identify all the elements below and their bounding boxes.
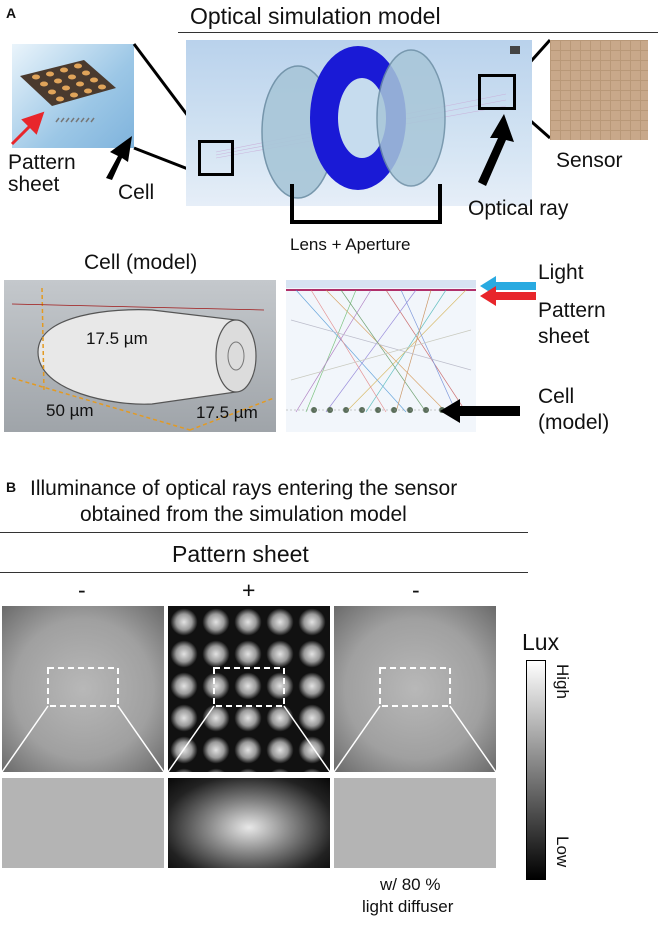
cell-black-arrow	[106, 136, 132, 180]
panel-b-title-line1: Illuminance of optical rays entering the…	[30, 477, 458, 500]
legend-light: Light	[538, 261, 584, 284]
title-divider	[178, 32, 658, 33]
condition-1: -	[78, 577, 86, 603]
lens-aperture-bracket	[290, 184, 442, 224]
panel-a-title: Optical simulation model	[190, 3, 441, 29]
optical-scene-render	[215, 46, 520, 199]
cell-model-title: Cell (model)	[84, 251, 198, 274]
legend-cell-model: Cell (model)	[538, 385, 610, 435]
cell-model-arrow	[440, 399, 520, 423]
ray-trace-lines	[286, 280, 476, 413]
dim-length-label: 50 µm	[46, 401, 94, 420]
optical-ray-arrow	[478, 114, 514, 186]
cell-model-render	[4, 280, 276, 432]
callout-lens-aperture: Lens + Aperture	[290, 235, 411, 254]
ray-trace-render	[286, 280, 476, 432]
colorbar-title: Lux	[522, 629, 560, 655]
roi-image-minus-1	[2, 778, 164, 868]
colorbar-low-wrap: Low	[552, 836, 572, 880]
panel-b-title-line2: obtained from the simulation model	[80, 503, 407, 526]
roi-overlays	[1, 667, 497, 773]
footnote-line2: light diffuser	[362, 897, 454, 916]
condition-2: +	[242, 577, 256, 603]
callout-pattern-sheet: Pattern sheet	[8, 151, 76, 197]
panel-a-label: A	[6, 5, 17, 21]
pattern-sheet-arrow	[480, 286, 536, 306]
panel-b-divider-2	[0, 572, 528, 573]
sensor-image-minus-1	[2, 606, 164, 772]
callout-sensor: Sensor	[556, 149, 623, 172]
dim-width-label: 17.5 µm	[196, 403, 258, 422]
sensor-image-minus-2	[334, 606, 496, 772]
sensor-zoom-box	[478, 74, 516, 110]
optical-scene	[186, 40, 532, 206]
pattern-sheet-red-arrow	[10, 111, 45, 146]
callout-cell: Cell	[118, 181, 155, 204]
group-header: Pattern sheet	[172, 541, 309, 567]
pattern-sheet-render	[20, 60, 116, 123]
roi-image-plus	[168, 778, 330, 868]
legend-pattern-sheet: Pattern sheet	[538, 299, 606, 349]
sensor-inset	[550, 40, 648, 140]
footnote-line1: w/ 80 %	[380, 875, 441, 894]
panel-b-divider-1	[0, 532, 528, 533]
colorbar-high-label: High	[553, 664, 572, 699]
colorbar-gradient	[526, 660, 546, 880]
roi-image-minus-2	[334, 778, 496, 868]
dim-height-label: 17.5 µm	[86, 329, 148, 348]
colorbar-low-label: Low	[553, 836, 572, 868]
callout-optical-ray: Optical ray	[468, 197, 569, 220]
colorbar-high-wrap: High	[552, 664, 572, 708]
cell-model-shape	[11, 287, 275, 431]
condition-3: -	[412, 577, 420, 603]
panel-b-label: B	[6, 479, 17, 495]
cell-zoom-box	[198, 140, 234, 176]
pattern-sheet-inset	[12, 44, 134, 148]
sensor-image-plus	[168, 606, 330, 772]
